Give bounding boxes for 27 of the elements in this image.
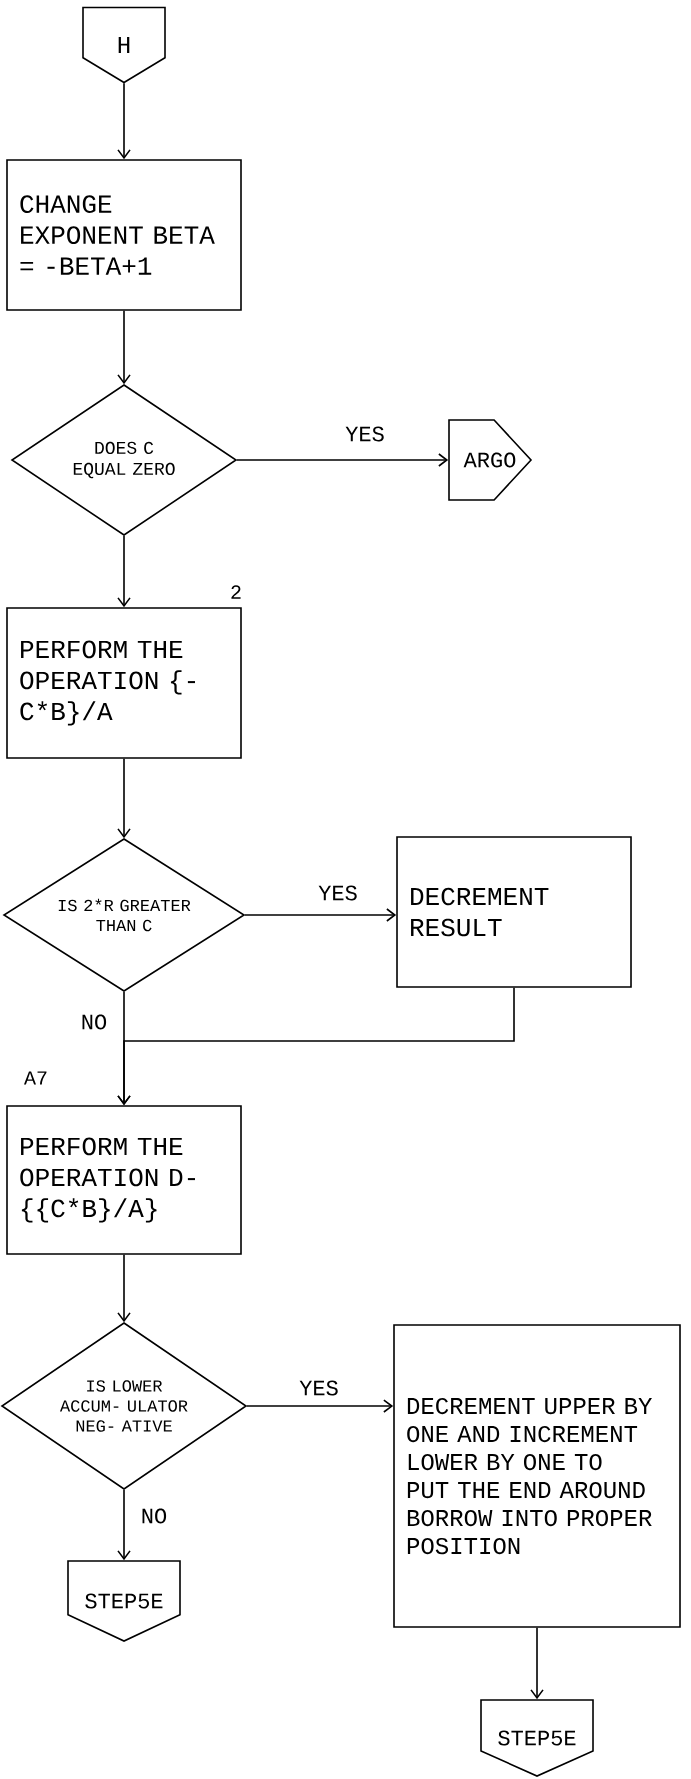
edge-label: NO — [78, 1012, 110, 1032]
edge-label: YES — [297, 1378, 341, 1398]
arrow — [117, 82, 131, 160]
process-box: CHANGE EXPONENT BETA = -BETA+1 — [6, 159, 242, 311]
arrow — [117, 758, 131, 839]
arrow — [117, 535, 131, 608]
off-page-connector: ARGO — [448, 419, 533, 501]
process-box: DECREMENT UPPER BY ONE AND INCREMENT LOWER BY ONE TO PUT THE END AROUND BORROW INTO PROPER POSITION — [393, 1324, 681, 1628]
step-number: A7 — [24, 1071, 47, 1085]
process-box: PERFORM THE OPERATION D-{{C*B}/A} — [6, 1105, 242, 1255]
arrow — [117, 310, 131, 385]
edge-label: NO — [138, 1506, 170, 1526]
off-page-connector: STEP5E — [67, 1560, 181, 1642]
arrow — [530, 1627, 544, 1700]
off-page-connector: H — [82, 6, 166, 84]
arrow — [236, 453, 449, 467]
off-page-connector: STEP5E — [480, 1699, 594, 1777]
arrow — [117, 1254, 131, 1323]
edge-label: YES — [343, 424, 387, 444]
arrow — [246, 1399, 394, 1413]
process-box: PERFORM THE OPERATION {-C*B}/A — [6, 607, 242, 759]
arrow — [117, 1489, 131, 1561]
edge-label: YES — [316, 883, 360, 903]
arrow — [244, 908, 397, 922]
process-box: DECREMENT RESULT — [396, 836, 632, 988]
step-number: 2 — [231, 585, 241, 599]
arrow — [117, 987, 515, 1106]
